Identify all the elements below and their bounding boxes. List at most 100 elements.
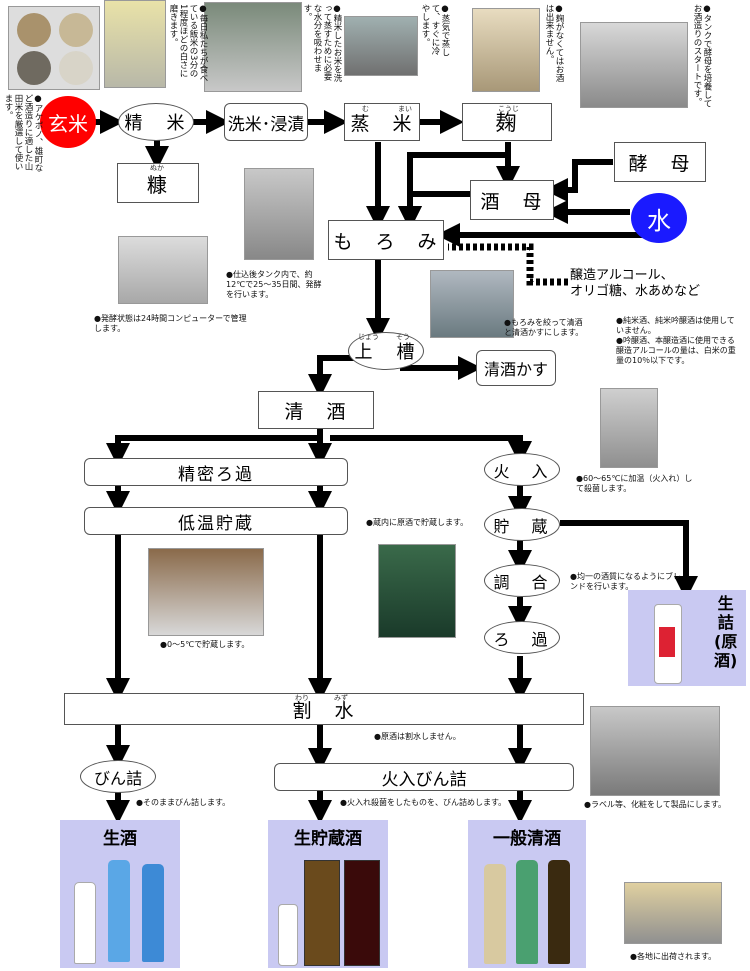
bottle-1 bbox=[74, 882, 96, 964]
ship-note: ●各地に出荷されます。 bbox=[630, 952, 717, 961]
moromi-node: も ろ み bbox=[328, 220, 444, 260]
junmai-note-2: ●吟醸酒、本醸造酒に使用できる醸造アルコールの量は、白米の重量の10％以下です。 bbox=[616, 336, 736, 365]
warimizu-label: 割 水 bbox=[292, 699, 356, 722]
seimai-note: ●毎日私たちが食べている飯米の3分の1程度ほどの白さに磨きます。 bbox=[168, 4, 208, 82]
rice-dish-2 bbox=[59, 13, 93, 47]
roka-node: ろ 過 bbox=[484, 621, 560, 654]
koji-label: 麹 bbox=[495, 111, 519, 135]
sakekasu-node: 清酒かす bbox=[476, 350, 556, 386]
jomai-label: 蒸 米 bbox=[350, 112, 414, 135]
warimizu-ruby-2: みず bbox=[334, 694, 348, 702]
seishu-node: 清 酒 bbox=[258, 391, 374, 429]
genmai-node: 玄米 bbox=[40, 96, 96, 148]
namachozo-title: 生貯蔵酒 bbox=[294, 829, 362, 849]
jomai-node: 蒸 米 bbox=[344, 103, 420, 141]
mizu-label: 水 bbox=[647, 206, 671, 235]
shubo-node: 酒 母 bbox=[470, 180, 554, 220]
computer-note: ●発酵状態は24時間コンピューターで管理します。 bbox=[94, 314, 247, 333]
jomai-photo bbox=[344, 16, 418, 76]
seimitsu-node: 精密ろ過 bbox=[84, 458, 348, 486]
seishu-label: 清 酒 bbox=[284, 400, 348, 423]
seimai-node: 精 米 bbox=[118, 103, 194, 141]
rice-samples-photo bbox=[8, 6, 100, 90]
koji-ruby: こうじ bbox=[498, 105, 519, 113]
koji-note: ●麹がなくてはお酒は出来ません。 bbox=[544, 4, 564, 82]
senmai-node: 洗米･浸漬 bbox=[224, 103, 308, 141]
binzume-node: びん詰 bbox=[80, 760, 156, 793]
computer-panel-photo bbox=[118, 236, 208, 304]
low-temp-tanks-photo bbox=[148, 548, 264, 636]
additives-label: 醸造アルコール、 オリゴ糖、水あめなど bbox=[570, 268, 701, 299]
seimai-label: 精 米 bbox=[124, 113, 188, 134]
seimitsu-label: 精密ろ過 bbox=[178, 464, 254, 485]
chougou-node: 調 合 bbox=[484, 564, 560, 597]
chougou-label: 調 合 bbox=[493, 572, 551, 592]
gift-box-1 bbox=[304, 860, 340, 966]
blend-note: ●均一の酒質になるようにブレンドを行います。 bbox=[570, 572, 681, 591]
namazume-bottle bbox=[654, 604, 682, 684]
gift-box-2 bbox=[344, 860, 380, 966]
namachozo-panel: 生貯蔵酒 bbox=[268, 820, 388, 968]
rice-dish-4 bbox=[59, 51, 93, 85]
namazume-panel: 生 詰 (原 酒) bbox=[628, 590, 746, 686]
hiirebin-label: 火入びん詰 bbox=[381, 769, 467, 790]
label-note: ●ラベル等、化粧をして製品にします。 bbox=[584, 800, 726, 809]
josou-label: 上 槽 bbox=[354, 342, 418, 363]
josou-note: ●もろみを絞って清酒と清酒かすにします。 bbox=[504, 318, 584, 337]
teion-label: 低温貯蔵 bbox=[178, 513, 254, 534]
kobo-node: 酵 母 bbox=[614, 142, 706, 182]
bottle-a bbox=[484, 864, 506, 964]
tank-note: ●タンクで酵母を培養してお酒造りのスタートです。 bbox=[692, 4, 712, 108]
genmai-label: 玄米 bbox=[48, 111, 88, 136]
ippan-panel: 一般清酒 bbox=[468, 820, 586, 968]
hiirebin-note: ●火入れ殺菌をしたものを、びん詰めします。 bbox=[340, 798, 507, 807]
namazake-title: 生酒 bbox=[103, 829, 137, 849]
junmai-note-1: ●純米酒、純米吟醸酒は使用していません。 bbox=[616, 316, 735, 335]
jomai-ruby-1: む bbox=[362, 105, 369, 113]
hiire-label: 火 入 bbox=[493, 461, 551, 481]
chozo-label: 貯 蔵 bbox=[493, 516, 551, 536]
moromi-label: も ろ み bbox=[333, 230, 439, 253]
senmai-photo bbox=[204, 2, 302, 92]
senmai-label: 洗米･浸漬 bbox=[227, 114, 305, 135]
kobo-label: 酵 母 bbox=[628, 152, 692, 175]
nuka-label: 糠 bbox=[147, 172, 169, 197]
namazake-panel: 生酒 bbox=[60, 820, 180, 968]
warimizu-note: ●原酒は割水しません。 bbox=[374, 732, 461, 741]
hiire-node: 火 入 bbox=[484, 453, 560, 486]
binzume-note: ●そのままびん詰します。 bbox=[136, 798, 231, 807]
cellar-photo bbox=[378, 544, 456, 638]
jomai-note: ●蒸気で蒸して、すぐに冷やします。 bbox=[420, 4, 450, 57]
teion-node: 低温貯蔵 bbox=[84, 507, 348, 535]
moromi-note: ●仕込後タンク内で、約12℃で25～35日間、発酵を行います。 bbox=[226, 270, 322, 299]
josou-node: 上 槽 bbox=[348, 332, 424, 370]
bottle-b bbox=[516, 860, 538, 964]
josou-ruby-2: そう bbox=[396, 333, 410, 341]
koji-room-photo bbox=[472, 8, 540, 92]
rice-dish-3 bbox=[17, 51, 51, 85]
bottle-3 bbox=[142, 864, 164, 962]
nuka-ruby: ぬか bbox=[150, 164, 164, 172]
hiire-note: ●60～65℃に加温（火入れ）して殺菌します。 bbox=[576, 474, 693, 493]
binzume-label: びん詰 bbox=[93, 768, 142, 788]
chozo-node: 貯 蔵 bbox=[484, 508, 560, 541]
rice-dish-1 bbox=[17, 13, 51, 47]
bottle-small bbox=[278, 904, 298, 966]
seimai-machine-photo bbox=[104, 0, 166, 88]
press-photo bbox=[430, 270, 514, 338]
tank-photo bbox=[580, 22, 688, 108]
kuranai-note: ●蔵内に原酒で貯蔵します。 bbox=[366, 518, 469, 527]
bottling-line-photo bbox=[590, 706, 720, 796]
ippan-title: 一般清酒 bbox=[493, 829, 561, 849]
warimizu-ruby-1: わり bbox=[295, 694, 309, 702]
jomai-ruby-2: まい bbox=[398, 105, 412, 113]
bottle-c bbox=[548, 860, 570, 964]
bottle-2 bbox=[108, 860, 130, 962]
nuka-node: 糠 bbox=[117, 163, 199, 203]
genmai-note: ●アケボノ、雄町など酒造りに適した山田米を厳選して使います。 bbox=[3, 94, 43, 172]
hiirebin-node: 火入びん詰 bbox=[274, 763, 574, 791]
teion-note: ●0～5℃で貯蔵します。 bbox=[160, 640, 250, 649]
moromi-tanks-photo bbox=[244, 168, 314, 260]
roka-label: ろ 過 bbox=[493, 629, 551, 649]
josou-ruby-1: じょう bbox=[358, 333, 379, 341]
